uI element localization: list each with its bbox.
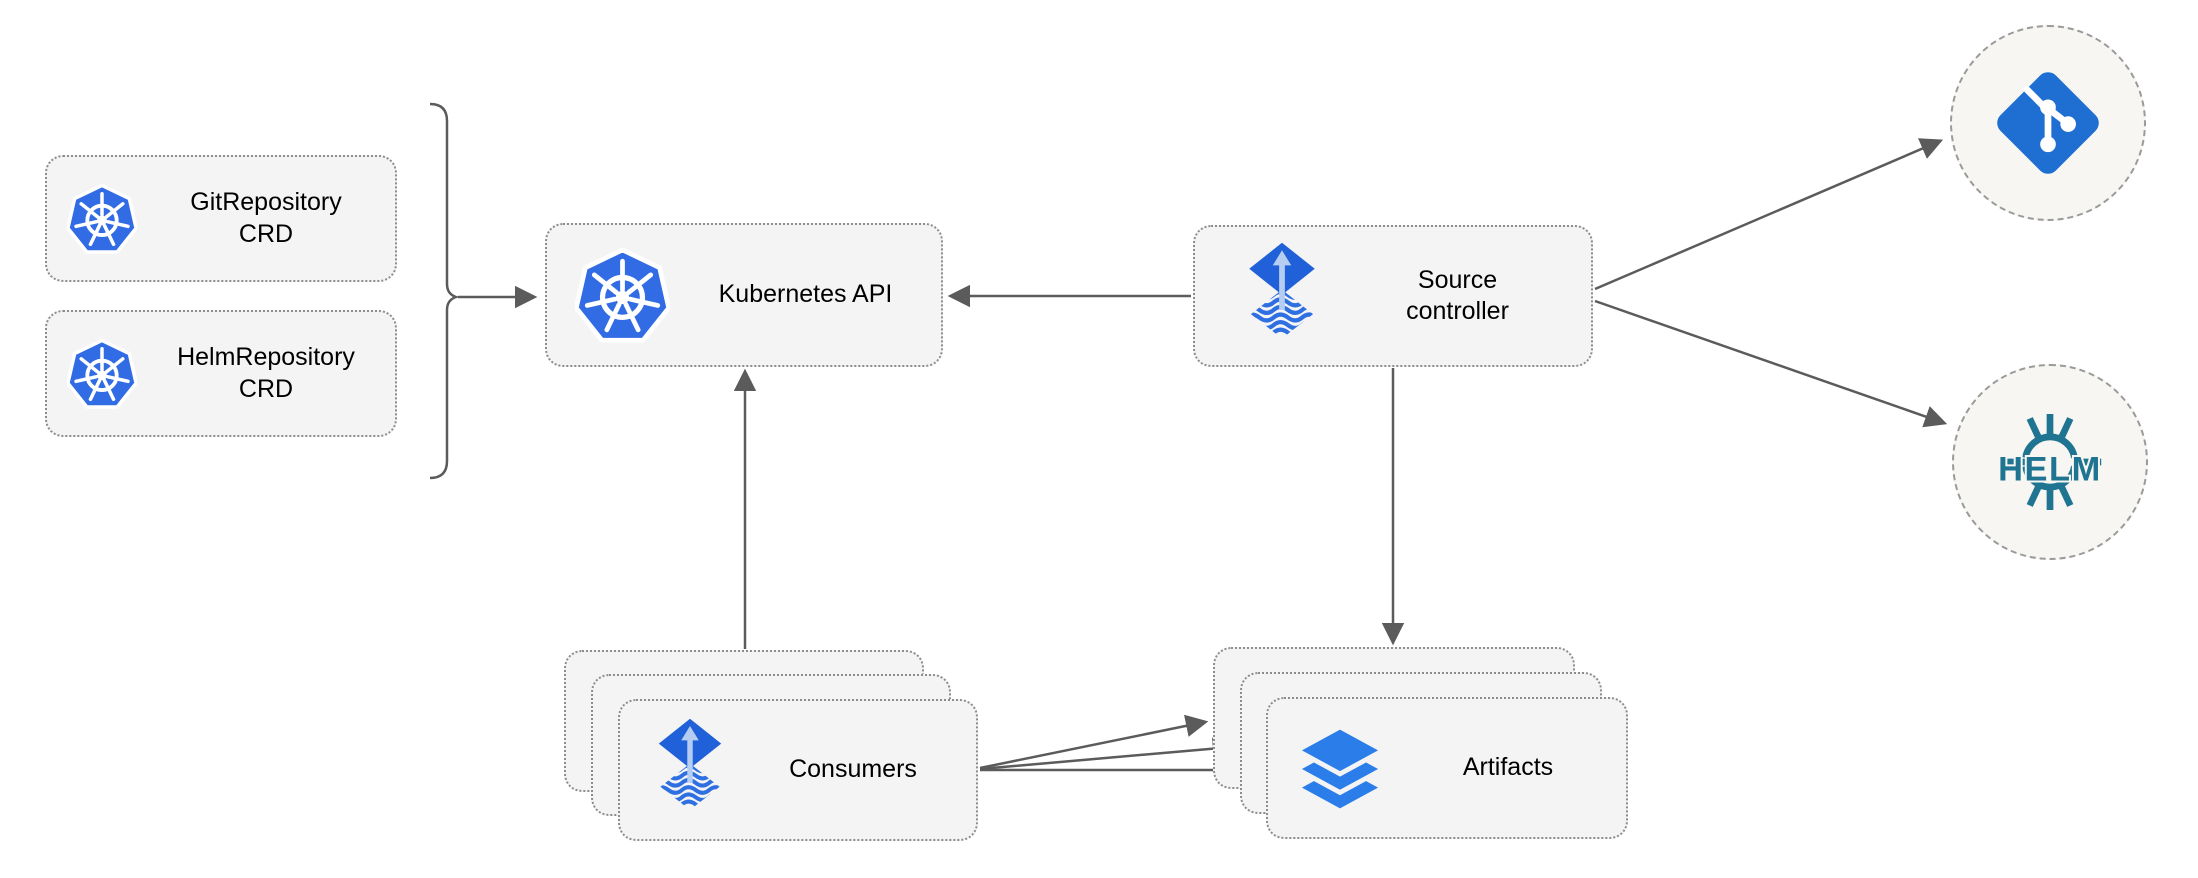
node-source-controller: Source controller: [1193, 225, 1593, 367]
node-label: Artifacts: [1462, 753, 1554, 782]
flux-icon: [650, 717, 730, 823]
node-consumers: Consumers: [618, 699, 978, 841]
node-git-remote: [1950, 25, 2146, 221]
node-label: Source controller: [1406, 265, 1509, 325]
node-gitrepository-crd: GitRepository CRD: [45, 155, 397, 282]
layers-icon: [1290, 719, 1390, 817]
git-icon: [1992, 67, 2104, 179]
kubernetes-icon: [67, 182, 137, 254]
kubernetes-icon: [575, 247, 670, 344]
node-label: HelmRepository CRD: [177, 343, 355, 403]
node-helm-remote: HELM: [1952, 364, 2148, 560]
edge-consumers-to-artifacts-1: [979, 714, 1209, 770]
helm-logo-text: HELM: [1998, 450, 2102, 488]
edge-consumers-to-artifacts-2: [979, 737, 1236, 771]
edge-source-to-helm-remote: [1594, 299, 1948, 428]
kubernetes-icon: [67, 337, 137, 409]
node-kubernetes-api: Kubernetes API: [545, 223, 943, 367]
node-label: Kubernetes API: [718, 280, 893, 309]
flux-icon: [1240, 241, 1324, 352]
node-artifacts: Artifacts: [1266, 697, 1628, 839]
crd-group-bracket: [429, 102, 460, 480]
edge-source-to-git-remote: [1594, 138, 1944, 291]
node-label: Consumers: [789, 755, 917, 784]
helm-icon: HELM: [1996, 414, 2102, 510]
node-label: GitRepository CRD: [190, 188, 342, 248]
node-helmrepository-crd: HelmRepository CRD: [45, 310, 397, 437]
